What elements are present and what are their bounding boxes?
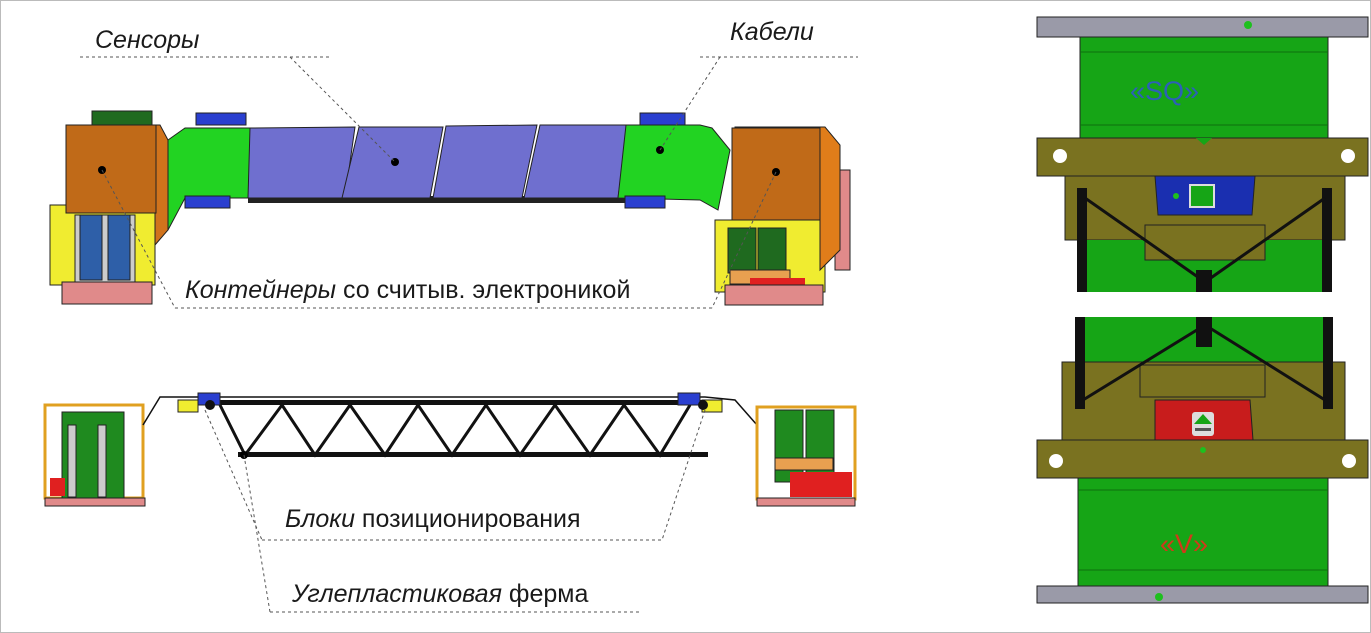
label-containers-italic: Контейнеры: [185, 276, 336, 304]
sensor-strip: [247, 124, 629, 203]
left-container-side: [43, 403, 146, 507]
right-container: [714, 126, 851, 306]
label-blocks-italic: Блоки: [285, 505, 355, 533]
module-side-view: [43, 392, 857, 507]
carbon-truss: [142, 392, 758, 459]
label-truss-rest: ферма: [502, 580, 589, 608]
joint-bottom-view: «V»: [1036, 317, 1369, 604]
left-container: [49, 110, 169, 305]
right-bottom-bracket: [624, 195, 666, 209]
label-truss-italic: Углепластиковая: [291, 580, 502, 608]
joint-top-view: «SQ»: [1036, 16, 1369, 292]
label-cables: Кабели: [730, 18, 814, 46]
right-container-side: [755, 405, 857, 507]
label-positioning-blocks: Блоки позиционирования: [285, 505, 581, 533]
callout-lines: [80, 56, 858, 613]
marker-v: «V»: [1160, 529, 1208, 559]
label-containers-rest: со считыв. электроникой: [336, 276, 630, 304]
label-sensors: Сенсоры: [95, 26, 199, 54]
marker-sq: «SQ»: [1130, 76, 1199, 106]
label-carbon-truss: Углепластиковая ферма: [291, 580, 588, 608]
left-top-bracket: [195, 112, 247, 126]
label-blocks-rest: позиционирования: [355, 505, 581, 533]
left-bottom-bracket: [184, 195, 231, 209]
right-top-bracket: [639, 112, 686, 126]
module-3d-view: [49, 110, 851, 306]
label-containers: Контейнеры со считыв. электроникой: [185, 276, 630, 304]
